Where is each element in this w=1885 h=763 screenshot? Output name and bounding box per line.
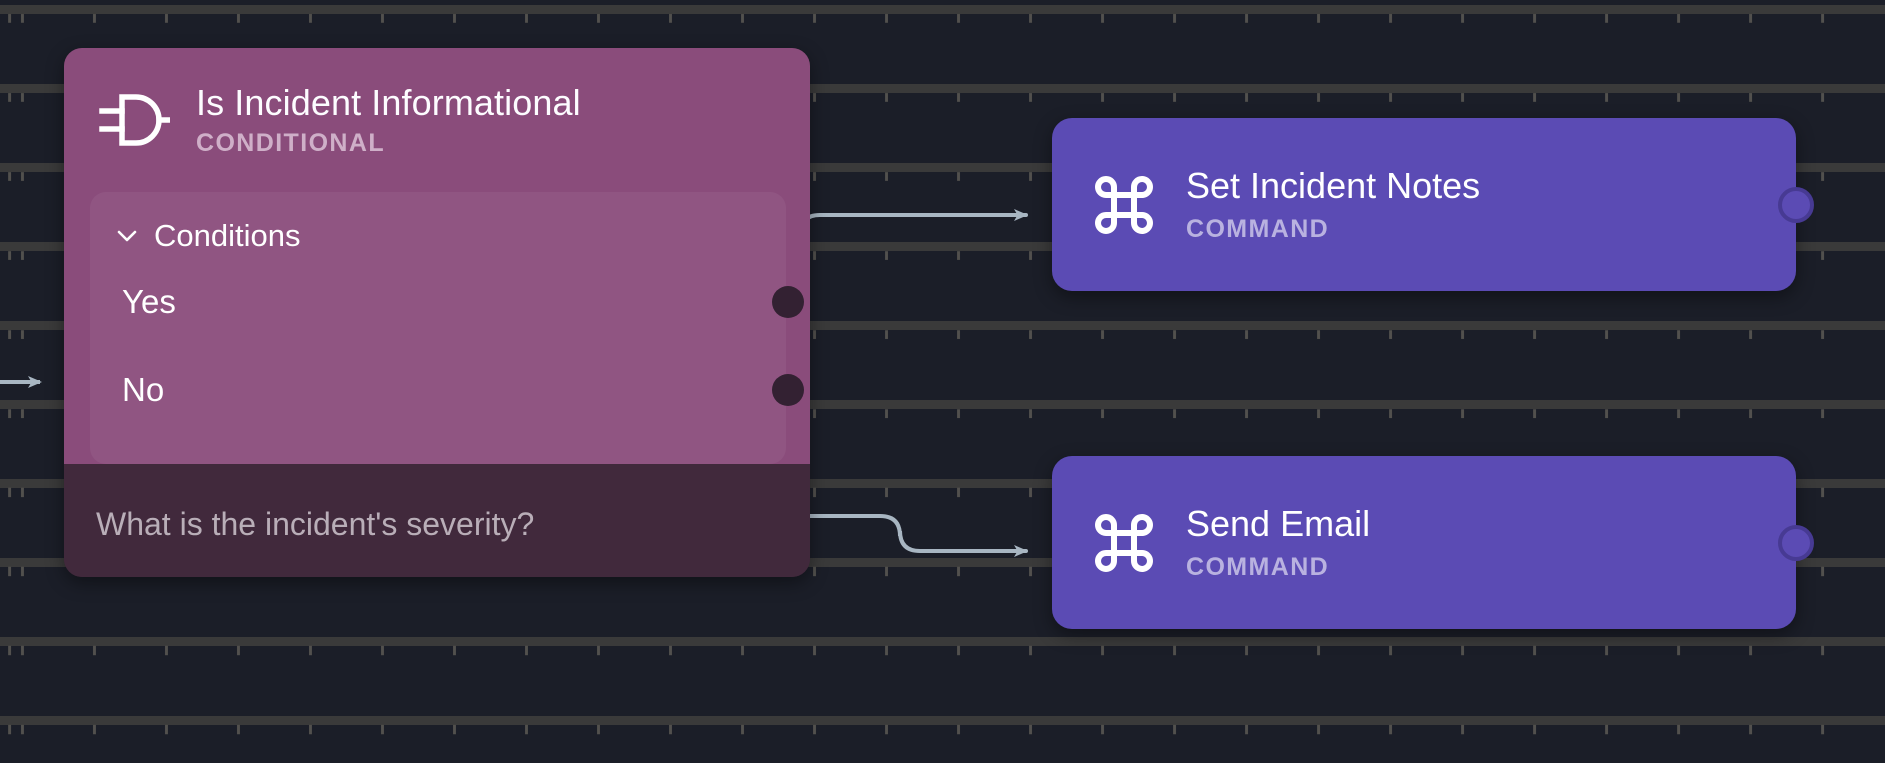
chevron-down-icon[interactable] bbox=[114, 223, 140, 249]
command-node-subtitle: COMMAND bbox=[1186, 553, 1330, 581]
command-node-output-port[interactable] bbox=[1778, 524, 1814, 561]
command-node-titles: Set Incident Notes COMMAND bbox=[1186, 165, 1480, 244]
command-key-icon bbox=[1088, 507, 1160, 579]
node-send-email[interactable]: Send Email COMMAND bbox=[1052, 456, 1814, 629]
conditional-node-subtitle: CONDITIONAL bbox=[196, 129, 385, 158]
conditions-toggle[interactable]: Conditions bbox=[90, 214, 786, 258]
condition-branch-yes[interactable]: Yes bbox=[90, 258, 804, 346]
edge-yes bbox=[779, 209, 1028, 413]
condition-branch-yes-label: Yes bbox=[122, 283, 176, 321]
command-node-output-port[interactable] bbox=[1778, 186, 1814, 223]
conditions-label: Conditions bbox=[154, 218, 301, 254]
command-node-subtitle: COMMAND bbox=[1186, 215, 1330, 243]
conditional-node-body: Is Incident Informational CONDITIONAL Co… bbox=[64, 48, 810, 465]
conditional-node-titles: Is Incident Informational CONDITIONAL bbox=[196, 82, 581, 158]
node-is-incident-informational[interactable]: Is Incident Informational CONDITIONAL Co… bbox=[64, 48, 810, 578]
conditional-node-footer: What is the incident's severity? bbox=[64, 480, 810, 578]
command-node-titles: Send Email COMMAND bbox=[1186, 503, 1370, 582]
conditions-panel: Conditions Yes No bbox=[90, 192, 804, 465]
conditional-node-header: Is Incident Informational CONDITIONAL bbox=[64, 48, 810, 184]
condition-branch-no-port[interactable] bbox=[772, 374, 804, 407]
condition-branch-no-label: No bbox=[122, 371, 165, 409]
condition-branch-yes-port[interactable] bbox=[772, 286, 804, 319]
command-node-title: Send Email bbox=[1186, 503, 1371, 544]
conditional-node-footer-text: What is the incident's severity? bbox=[96, 506, 535, 543]
node-set-incident-notes[interactable]: Set Incident Notes COMMAND bbox=[1052, 118, 1814, 291]
command-key-icon bbox=[1088, 169, 1160, 241]
conditional-node-title: Is Incident Informational bbox=[196, 82, 581, 123]
command-node-title: Set Incident Notes bbox=[1186, 165, 1481, 206]
logic-gate-icon bbox=[96, 83, 170, 157]
condition-branch-no[interactable]: No bbox=[90, 346, 804, 434]
